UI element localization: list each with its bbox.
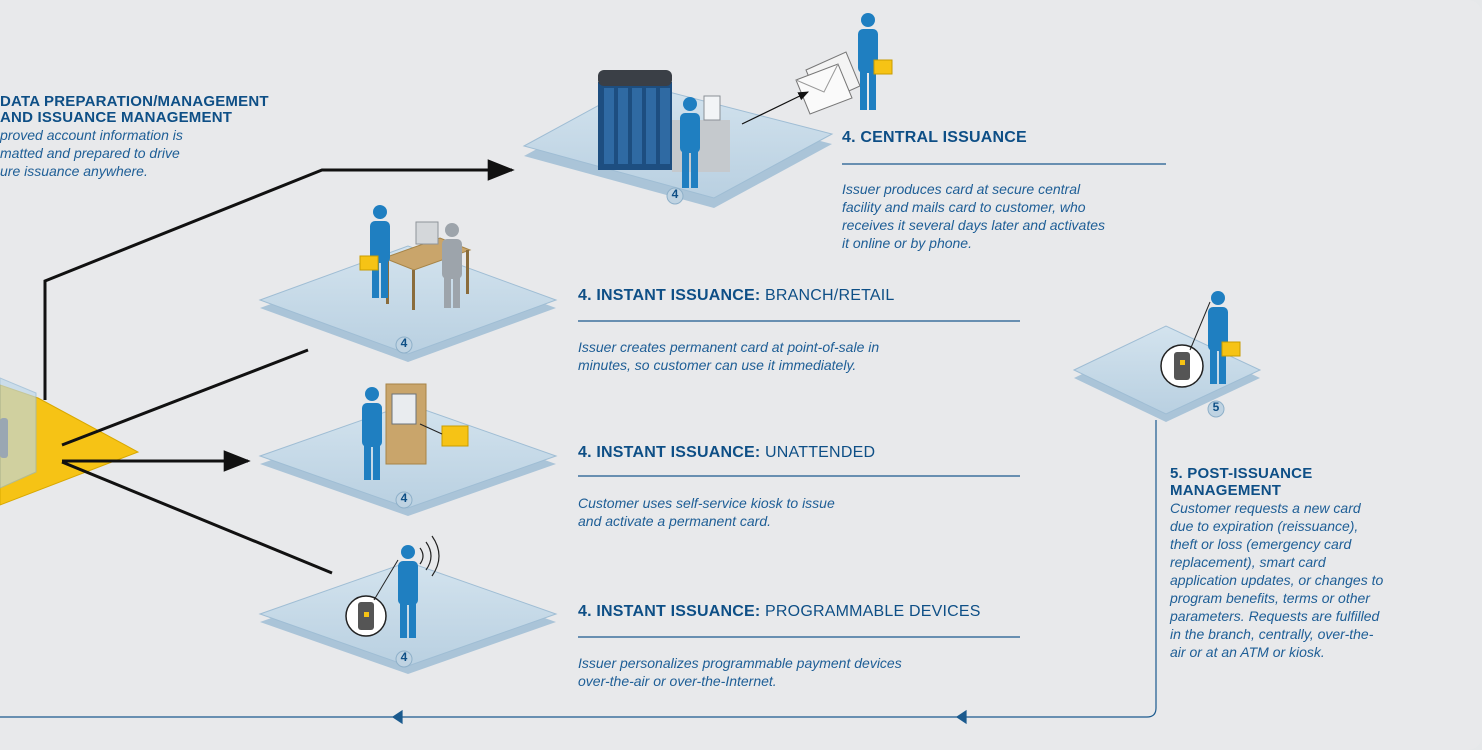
- machine-icon: [0, 418, 8, 458]
- unattended-platform: [258, 383, 558, 516]
- mail-arrow: [741, 91, 809, 125]
- post-heading-2: MANAGEMENT: [1170, 482, 1282, 499]
- operator-figure: [680, 97, 700, 188]
- central-desc-line: it online or by phone.: [842, 235, 972, 251]
- branch-heading-bold: 4. INSTANT ISSUANCE:: [578, 287, 761, 304]
- central-heading: 4. CENTRAL ISSUANCE: [842, 129, 1027, 146]
- unattended-desc-line: Customer uses self-service kiosk to issu…: [578, 495, 835, 511]
- connector-branch: [61, 348, 309, 447]
- post-issuance-platform: [1072, 291, 1262, 422]
- phone-zoom-icon: [1160, 301, 1211, 388]
- data-prep-desc-3: ure issuance anywhere.: [0, 163, 148, 179]
- post-desc-line: parameters. Requests are fulfilled: [1170, 608, 1380, 624]
- programmable-desc: Issuer personalizes programmable payment…: [578, 654, 902, 690]
- programmable-heading-sub: PROGRAMMABLE DEVICES: [765, 603, 981, 620]
- data-prep-desc-2: matted and prepared to drive: [0, 145, 180, 161]
- card-icon: [873, 59, 893, 75]
- branch-desc-line: minutes, so customer can use it immediat…: [578, 357, 857, 373]
- post-desc-line: Customer requests a new card: [1170, 500, 1361, 516]
- unattended-heading: 4. INSTANT ISSUANCE: UNATTENDED: [578, 444, 875, 462]
- kiosk-icon: [385, 383, 427, 465]
- data-prep-title-2: AND ISSUANCE MANAGEMENT: [0, 109, 233, 126]
- data-prep-platform: [0, 377, 140, 506]
- branch-desc-line: Issuer creates permanent card at point-o…: [578, 339, 880, 355]
- customer-figure-kiosk: [362, 387, 382, 480]
- badge-programmable: 4: [400, 650, 408, 664]
- arrowhead-icon: [391, 709, 403, 725]
- mail-envelopes-icon: [795, 51, 861, 115]
- post-desc-line: replacement), smart card: [1170, 554, 1326, 570]
- central-desc-line: Issuer produces card at secure central: [842, 181, 1081, 197]
- badge-unattended: 4: [400, 491, 408, 505]
- connector-central: [43, 159, 515, 400]
- programmable-platform: [258, 535, 558, 674]
- card-icon: [1221, 341, 1241, 357]
- badge-post: 5: [1212, 400, 1220, 414]
- badge-central: 4: [671, 187, 679, 201]
- post-desc-line: theft or loss (emergency card: [1170, 536, 1352, 552]
- post-desc-line: program benefits, terms or other: [1170, 590, 1370, 606]
- central-desc-line: facility and mails card to customer, who: [842, 199, 1086, 215]
- post-desc-line: due to expiration (reissuance),: [1170, 518, 1359, 534]
- unattended-desc: Customer uses self-service kiosk to issu…: [578, 494, 835, 530]
- data-prep-desc-1: proved account information is: [0, 127, 183, 143]
- phone-zoom-icon: [345, 559, 399, 637]
- branch-heading: 4. INSTANT ISSUANCE: BRANCH/RETAIL: [578, 287, 894, 305]
- unattended-heading-sub: UNATTENDED: [765, 444, 876, 461]
- card-printer-icon: [598, 70, 730, 172]
- central-desc: Issuer produces card at secure central f…: [842, 180, 1105, 252]
- data-prep-title-1: DATA PREPARATION/MANAGEMENT: [0, 93, 269, 110]
- central-desc-line: receives it several days later and activ…: [842, 217, 1106, 233]
- post-desc-line: in the branch, centrally, over-the-: [1170, 626, 1374, 642]
- customer-figure-post: [1208, 291, 1228, 384]
- customer-figure-branch: [370, 205, 390, 298]
- card-icon: [359, 255, 379, 271]
- arrowhead-icon: [955, 709, 967, 725]
- post-heading-1: 5. POST-ISSUANCE: [1170, 465, 1313, 482]
- post-issuance-block: 5. POST-ISSUANCE MANAGEMENT Customer req…: [1170, 465, 1470, 661]
- post-desc-line: application updates, or changes to: [1170, 572, 1384, 588]
- customer-figure-device: [398, 545, 418, 638]
- programmable-desc-line: Issuer personalizes programmable payment…: [578, 655, 902, 671]
- programmable-desc-line: over-the-air or over-the-Internet.: [578, 673, 777, 689]
- clerk-figure: [442, 223, 462, 308]
- branch-heading-sub: BRANCH/RETAIL: [765, 287, 895, 304]
- branch-platform: [258, 205, 558, 362]
- central-platform: [522, 70, 834, 208]
- customer-figure-central: [858, 13, 878, 110]
- connector-lines: [43, 159, 515, 575]
- programmable-heading: 4. INSTANT ISSUANCE: PROGRAMMABLE DEVICE…: [578, 603, 981, 621]
- wireless-icon: [419, 535, 440, 577]
- post-desc: Customer requests a new card due to expir…: [1170, 499, 1470, 661]
- post-desc-line: air or at an ATM or kiosk.: [1170, 644, 1325, 660]
- connector-programmable: [61, 460, 333, 575]
- branch-desc: Issuer creates permanent card at point-o…: [578, 338, 879, 374]
- heading-rules: [578, 163, 1166, 638]
- data-prep-block: DATA PREPARATION/MANAGEMENT AND ISSUANCE…: [0, 94, 269, 180]
- return-line: [0, 420, 1157, 725]
- unattended-heading-bold: 4. INSTANT ISSUANCE:: [578, 444, 761, 461]
- programmable-heading-bold: 4. INSTANT ISSUANCE:: [578, 603, 761, 620]
- unattended-desc-line: and activate a permanent card.: [578, 513, 772, 529]
- badge-branch: 4: [400, 336, 408, 350]
- card-icon: [441, 425, 469, 447]
